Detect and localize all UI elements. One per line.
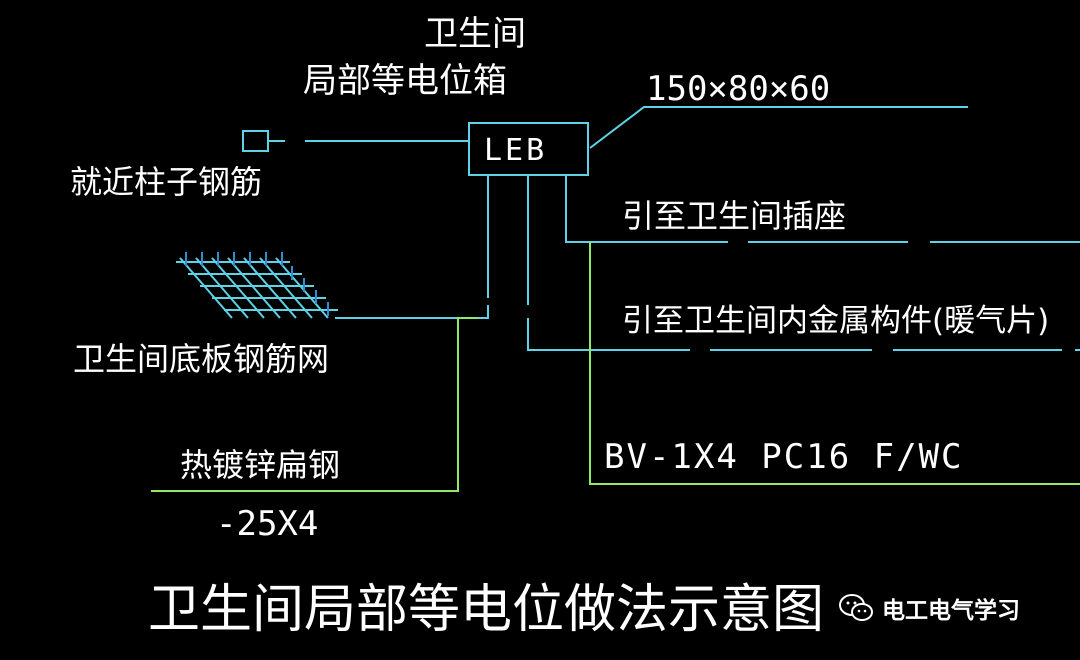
box-size-label: 150×80×60 [646,69,831,109]
floor-mesh-label: 卫生间底板钢筋网 [73,340,330,378]
watermark: 电工电气学习 [838,591,1020,625]
to-socket-label: 引至卫生间插座 [622,197,847,235]
wire-to-mesh-b [335,305,489,319]
flat-steel-line [151,317,478,492]
flat-steel-label: 热镀锌扁钢 [180,446,341,484]
wechat-icon [839,594,873,621]
column-rebar-symbol [242,130,269,152]
box-title-line2: 局部等电位箱 [303,61,507,101]
cable-route-line [589,242,1080,485]
cable-spec-label: BV-1X4 PC16 F/WC [604,437,964,477]
floor-rebar-mesh [176,257,338,319]
leb-label: LEB [484,133,548,168]
floor-rebar-mesh-ticks [185,252,329,316]
to-metal-label: 引至卫生间内金属构件(暖气片) [622,303,1050,339]
diagram-title: 卫生间局部等电位做法示意图 [148,580,825,640]
wire-to-metal-b [527,318,690,351]
wire-to-socket [565,175,728,243]
box-title-line1: 卫生间 [424,14,526,54]
watermark-text: 电工电气学习 [882,598,1020,624]
column-rebar-label: 就近柱子钢筋 [70,163,263,201]
size-leader-line [589,106,968,149]
flat-steel-size-label: -25X4 [216,504,319,544]
